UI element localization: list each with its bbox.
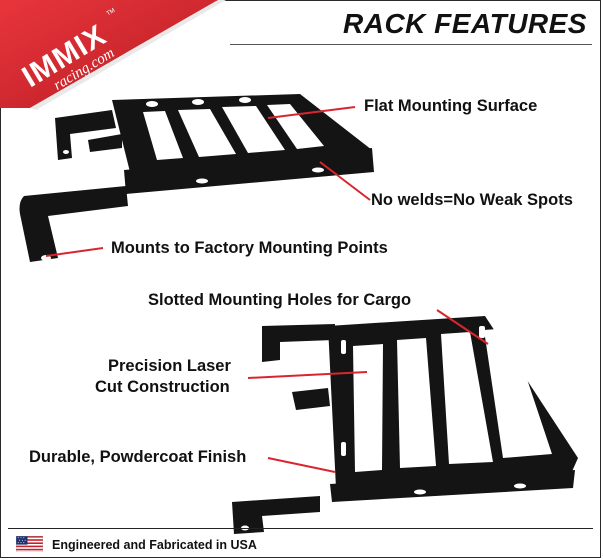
footer-text: Engineered and Fabricated in USA xyxy=(52,538,257,552)
bottom-rack-slots xyxy=(241,326,552,531)
feature-flat-mounting-surface: Flat Mounting Surface xyxy=(364,97,538,115)
footer-divider xyxy=(8,528,593,529)
feature-powdercoat-finish: Durable, Powdercoat Finish xyxy=(29,448,247,466)
feature-factory-mounting-points: Mounts to Factory Mounting Points xyxy=(111,239,388,257)
immix-logo: IMMIX racing.com TM xyxy=(0,0,226,110)
title-divider xyxy=(230,44,592,45)
logo-trademark: TM xyxy=(106,8,117,18)
top-rack-slots xyxy=(41,97,324,261)
callout-lines xyxy=(45,106,489,473)
feature-laser-cut-line1: Precision Laser xyxy=(108,357,231,375)
us-flag-icon xyxy=(16,536,43,552)
feature-slotted-mounting-holes: Slotted Mounting Holes for Cargo xyxy=(148,291,412,309)
page-title: RACK FEATURES xyxy=(343,8,587,39)
feature-laser-cut-line2: Cut Construction xyxy=(95,378,230,396)
feature-no-welds: No welds=No Weak Spots xyxy=(371,191,573,209)
